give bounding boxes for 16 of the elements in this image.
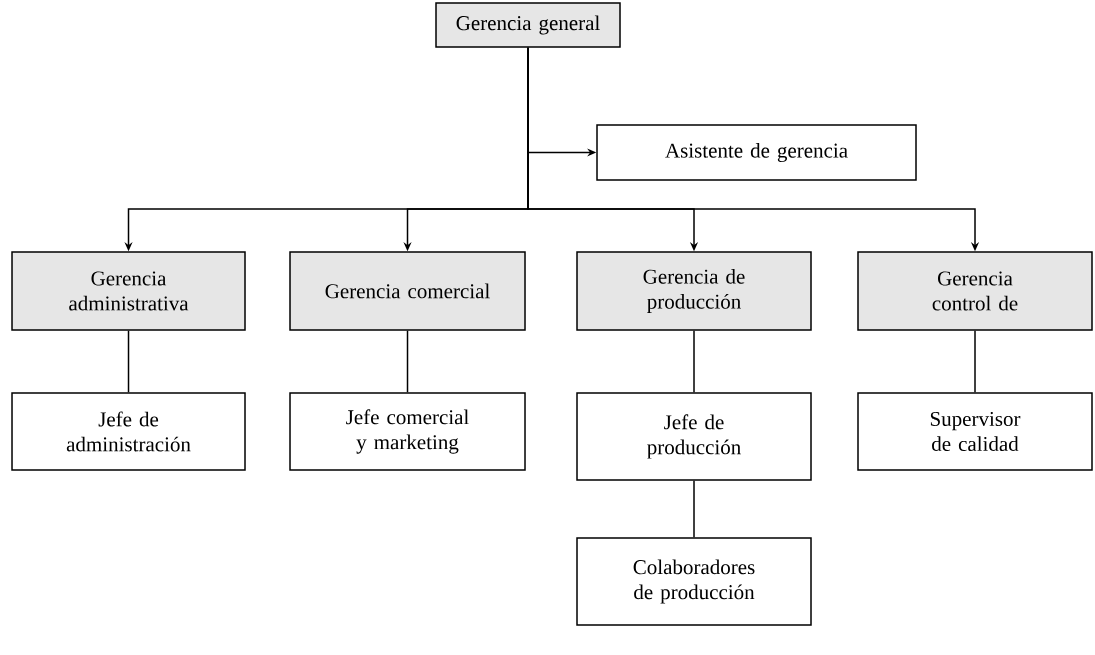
- connector: [127, 330, 130, 393]
- org-box: Jefe de producción: [576, 392, 812, 481]
- org-box: Gerencia de producción: [576, 251, 812, 331]
- org-box: Gerencia comercial: [289, 251, 526, 331]
- connector: [693, 480, 695, 538]
- connector: [693, 330, 695, 393]
- org-box: Gerencia control de: [857, 251, 1093, 331]
- org-box: Supervisor de calidad: [857, 392, 1093, 471]
- org-box: Gerencia general: [435, 2, 621, 48]
- org-box: Jefe de administración: [11, 392, 246, 471]
- connector: [974, 330, 976, 393]
- org-box: Jefe comercial y marketing: [289, 392, 526, 471]
- org-box: Gerencia administrativa: [11, 251, 246, 331]
- org-box: Asistente de gerencia: [596, 124, 917, 181]
- org-box: Colaboradores de producción: [576, 537, 812, 626]
- connector: [406, 330, 409, 393]
